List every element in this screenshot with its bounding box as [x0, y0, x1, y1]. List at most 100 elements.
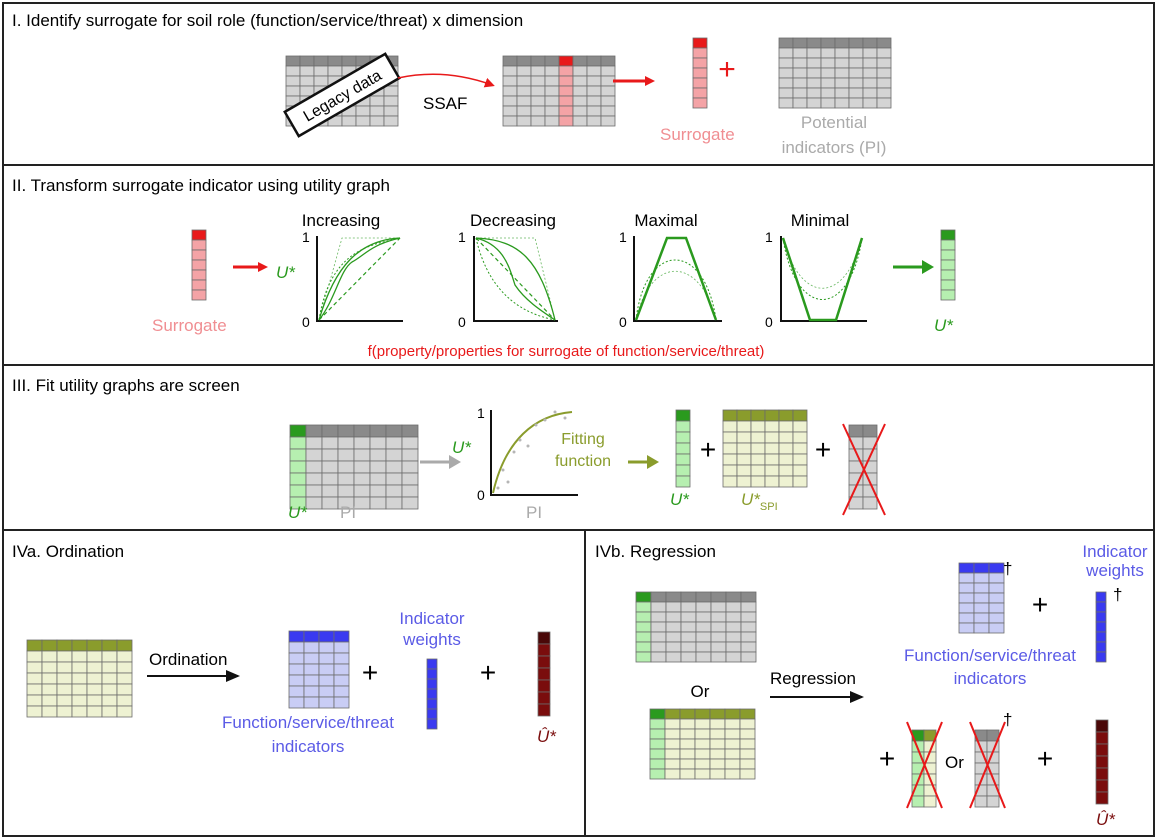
table-cell — [572, 75, 588, 87]
table-cell — [694, 728, 711, 740]
table-cell — [958, 602, 975, 614]
plus-sign: + — [718, 53, 736, 86]
table-cell — [369, 448, 387, 462]
indicators-label-line2: indicators — [272, 737, 345, 756]
graph-title: Increasing — [302, 211, 380, 230]
table-cell — [285, 85, 301, 97]
table-cell — [56, 694, 73, 707]
table-cell — [709, 708, 726, 720]
graph-title: Minimal — [791, 211, 850, 230]
table-cell — [383, 115, 399, 127]
table-cell — [940, 269, 956, 281]
table-cell — [285, 55, 301, 67]
table-cell — [586, 115, 602, 127]
pi-table-label: PI — [340, 503, 356, 522]
table-cell — [806, 67, 822, 79]
panel-2: II. Transform surrogate indicator using … — [12, 176, 956, 360]
table-cell — [764, 453, 780, 466]
table-cell — [586, 105, 602, 117]
table-cell — [986, 795, 1000, 808]
table-cell — [876, 47, 892, 59]
table-cell — [313, 55, 329, 67]
table-cell — [792, 77, 808, 89]
table-cell — [764, 420, 780, 433]
table-cell — [299, 65, 315, 77]
table-cell — [665, 611, 682, 623]
table-cell — [695, 601, 712, 613]
table-cell — [988, 572, 1005, 584]
panel-3-title: III. Fit utility graphs are screen — [12, 376, 240, 395]
table-cell — [958, 572, 975, 584]
table-cell — [426, 718, 438, 730]
table-cell — [739, 768, 756, 780]
table-cell — [665, 621, 682, 633]
table-cell — [649, 708, 666, 720]
table-cell — [337, 460, 355, 474]
table-cell — [288, 685, 305, 698]
table-cell — [544, 75, 560, 87]
table-cell — [86, 672, 103, 685]
u-star-pi-table — [289, 424, 419, 510]
table-cell — [739, 718, 756, 730]
table-cell — [710, 631, 727, 643]
table-cell — [876, 77, 892, 89]
table-cell — [740, 651, 757, 663]
table-cell — [680, 641, 697, 653]
table-cell — [572, 95, 588, 107]
table-cell — [862, 57, 878, 69]
table-cell — [305, 472, 323, 486]
table-cell — [792, 475, 808, 488]
table-cell — [709, 718, 726, 730]
table-cell — [288, 696, 305, 709]
table-cell — [958, 612, 975, 624]
table-cell — [740, 591, 757, 603]
table-cell — [86, 705, 103, 718]
table-cell — [709, 738, 726, 750]
table-cell — [736, 420, 752, 433]
weights-label-line1: Indicator — [1082, 542, 1148, 561]
table-cell — [369, 460, 387, 474]
table-cell — [303, 652, 320, 665]
table-cell — [664, 708, 681, 720]
table-cell — [740, 601, 757, 613]
table-cell — [694, 738, 711, 750]
table-cell — [116, 639, 133, 652]
table-cell — [635, 651, 652, 663]
table-cell — [1095, 791, 1109, 805]
panel-4b: IVb. Regression Or Regression † Function… — [595, 542, 1148, 829]
u-star-result-label: U* — [934, 316, 954, 335]
table-cell — [285, 75, 301, 87]
table-cell — [792, 420, 808, 433]
cross-out-mark-1 — [906, 721, 943, 809]
graph-minimal: Minimal 1 0 — [765, 211, 867, 330]
y-bottom-label: 0 — [765, 314, 773, 330]
table-cell — [680, 591, 697, 603]
table-cell — [834, 67, 850, 79]
table-cell — [289, 472, 307, 486]
table-cell — [285, 65, 301, 77]
table-cell — [695, 641, 712, 653]
table-cell — [722, 409, 738, 422]
table-cell — [649, 748, 666, 760]
table-cell — [321, 472, 339, 486]
y-top-label: 1 — [458, 229, 466, 245]
utility-curves — [475, 237, 556, 321]
table-cell — [675, 475, 691, 488]
table-cell — [649, 768, 666, 780]
table-cell — [739, 738, 756, 750]
table-cell — [289, 460, 307, 474]
table-cell — [664, 758, 681, 770]
table-cell — [725, 651, 742, 663]
dagger-2: † — [1113, 585, 1122, 604]
table-cell — [694, 758, 711, 770]
table-cell — [820, 77, 836, 89]
table-cell — [537, 691, 551, 705]
or-label: Or — [691, 682, 710, 701]
table-cell — [736, 442, 752, 455]
table-cell — [973, 612, 990, 624]
table-cell — [694, 768, 711, 780]
table-cell — [834, 37, 850, 49]
table-cell — [56, 705, 73, 718]
table-cell — [600, 75, 616, 87]
table-cell — [848, 67, 864, 79]
